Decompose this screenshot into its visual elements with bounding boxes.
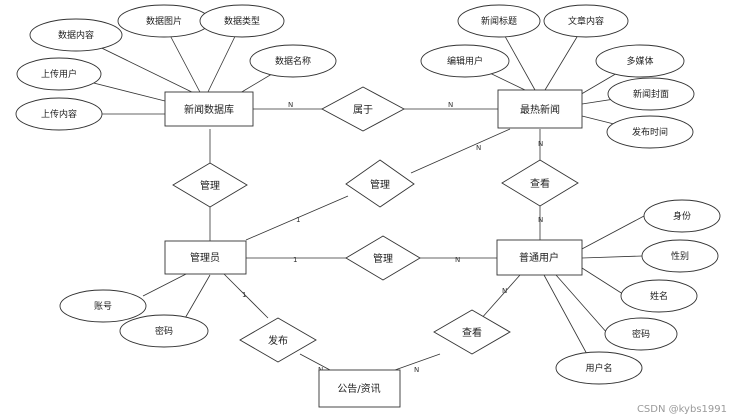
relation-publish-label: 发布 [268,334,288,347]
attribute-hot-news-content-label: 文章内容 [568,15,604,27]
card-belongs-left: N [288,101,293,109]
attribute-news-db-image: 数据图片 [117,4,211,38]
attribute-user-name-label: 姓名 [650,290,668,302]
entity-hot-news: 最热新闻 [497,89,583,129]
attribute-hot-news-title-label: 新闻标题 [481,15,517,27]
attribute-user-name: 姓名 [620,279,698,313]
attribute-admin-account-label: 账号 [94,301,112,312]
attribute-news-db-uploader-label: 上传用户 [41,68,77,80]
attribute-news-db-content: 数据内容 [29,18,123,52]
attribute-user-username-label: 用户名 [585,362,612,374]
attribute-hot-news-media-label: 多媒体 [626,55,653,67]
card-view-notice-top: N [502,287,507,295]
attribute-user-identity: 身份 [643,199,721,233]
relation-belongs-label: 属于 [353,104,373,116]
watermark: CSDN @kybs1991 [637,404,727,415]
attribute-news-db-image-label: 数据图片 [146,15,182,27]
relation-view-notice-label: 查看 [462,326,482,339]
attribute-admin-password-label: 密码 [155,325,173,337]
attribute-news-db-type-label: 数据类型 [224,15,260,27]
entity-news-db: 新闻数据库 [164,91,254,127]
entity-notice-label: 公告/资讯 [337,382,380,395]
relation-belongs: 属于 [321,86,405,132]
relation-manage-news: 管理 [345,159,415,208]
relation-manage-user-label: 管理 [373,252,393,265]
attribute-hot-news-cover: 新闻封面 [607,77,695,111]
card-view-news-top: N [538,140,543,148]
relation-manage-news-label: 管理 [370,178,390,191]
entity-notice: 公告/资讯 [318,369,401,408]
card-view-notice-bottom: N [414,366,419,374]
card-manage-news-top: N [476,144,481,152]
attribute-news-db-upload-content: 上传内容 [15,97,103,131]
card-belongs-right: N [448,101,453,109]
entity-user: 普通用户 [496,239,583,276]
attribute-hot-news-cover-label: 新闻封面 [633,88,669,100]
entity-news-db-label: 新闻数据库 [184,103,234,116]
attribute-news-db-type: 数据类型 [199,4,285,38]
card-manage-news-bottom: 1 [296,216,300,224]
relation-view-news-label: 查看 [530,177,550,190]
entity-hot-news-label: 最热新闻 [520,103,560,116]
attribute-hot-news-publish-time: 发布时间 [606,115,694,149]
attribute-user-password-label: 密码 [632,328,650,340]
attribute-user-identity-label: 身份 [673,210,691,222]
entity-admin: 管理员 [164,240,247,275]
entity-admin-label: 管理员 [190,251,220,264]
relation-view-news: 查看 [501,159,579,207]
card-manage-user-left: 1 [293,256,297,264]
entity-user-label: 普通用户 [519,251,559,264]
attribute-hot-news-publish-time-label: 发布时间 [632,126,668,138]
attribute-hot-news-title: 新闻标题 [457,4,541,38]
attribute-news-db-name: 数据名称 [249,44,337,78]
relation-manage-db-label: 管理 [200,179,220,192]
attribute-hot-news-editor: 编辑用户 [420,44,510,78]
attribute-user-gender-label: 性别 [671,250,689,262]
attribute-hot-news-editor-label: 编辑用户 [447,55,483,67]
attribute-news-db-name-label: 数据名称 [275,55,311,67]
attribute-news-db-upload-content-label: 上传内容 [41,108,77,120]
card-manage-user-right: N [455,256,460,264]
attribute-user-password: 密码 [604,317,678,351]
relation-view-notice: 查看 [433,309,511,355]
relation-manage-db: 管理 [172,162,248,208]
attribute-user-username: 用户名 [555,351,643,385]
attribute-hot-news-media: 多媒体 [595,44,685,78]
attribute-hot-news-content: 文章内容 [543,4,629,38]
attribute-admin-account: 账号 [59,289,147,323]
attribute-admin-password: 密码 [119,314,209,348]
relation-publish: 发布 [239,317,317,363]
relation-manage-user: 管理 [345,235,421,281]
attribute-user-gender: 性别 [641,239,719,273]
attribute-news-db-content-label: 数据内容 [58,29,94,41]
card-publish-top: 1 [242,291,246,299]
attribute-news-db-uploader: 上传用户 [16,57,102,91]
card-view-news-bottom: N [538,216,543,224]
